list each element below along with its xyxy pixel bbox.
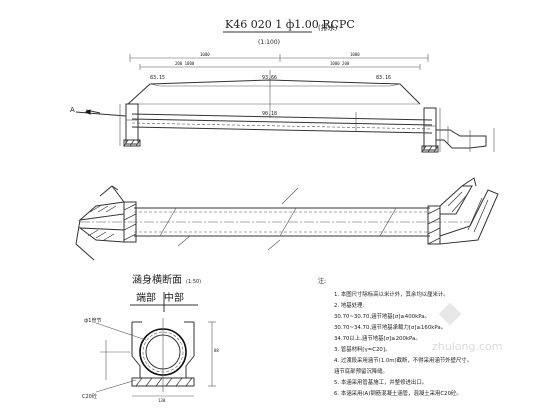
note-line-2: 2. 地基处理: [334, 301, 364, 309]
pipe-label: ф1管节 [84, 317, 101, 324]
drawing-title: K46 020 1 ф1.00 RCPC [225, 18, 355, 31]
section-marker-left: A [70, 106, 75, 114]
svg-text:1000 200: 1000 200 [330, 61, 350, 66]
base-label: C20砼 [82, 393, 97, 400]
cross-section-title: 涵身横断面 [132, 273, 182, 286]
title-note: (排水) [318, 23, 338, 32]
main-scale: (1:100) [258, 39, 280, 46]
elevation-view: 1000 1000 200 1000 1000 200 83.15 93.66 … [70, 52, 495, 153]
elevation-left-label: 83.15 [150, 75, 165, 81]
svg-text:200 1000: 200 1000 [175, 61, 195, 66]
elevation-right-label: 83.16 [376, 75, 391, 81]
note-line-5: 34.70以上,涵节地基[σ]≥200kPa。 [334, 334, 421, 342]
note-line-1: 1. 本图尺寸除标高以米计外，其余均以厘米计。 [334, 290, 449, 298]
watermark: zhulong.com [432, 302, 502, 353]
plan-view [75, 177, 499, 261]
cross-section-end-label: 端部 [136, 291, 156, 304]
watermark-text: zhulong.com [432, 340, 502, 353]
note-line-7: 4. 过渡段采用涵节(1.0m)截断，不得采用涵节外壁尺寸。 [334, 356, 472, 364]
note-line-6: 3. 管基材料[γ=C20]。 [334, 345, 390, 353]
elevation-center-label: 93.66 [262, 75, 277, 81]
elevation-mid-label: 90.18 [262, 111, 277, 117]
cross-section-scale: (1:50) [186, 279, 201, 285]
note-line-3: 30.70~30.70,涵节地基[σ]≥400kPa。 [334, 312, 430, 320]
cross-section-mid-label: 中部 [164, 291, 184, 304]
note-line-9: 5. 本涵采用管基施工，并整修进出口。 [334, 378, 427, 386]
svg-text:130: 130 [158, 398, 166, 403]
cross-section: 涵身横断面 (1:50) 端部 中部 88 130 ф1管节 [82, 273, 219, 403]
svg-text:1000: 1000 [350, 52, 360, 57]
note-line-10: 6. 本涵采用(A)钢筋混凝土涵管，混凝土采用C20砼。 [334, 389, 462, 397]
notes-block: 注: 1. 本图尺寸除标高以米计外，其余均以厘米计。 2. 地基处理: 30.7… [318, 277, 472, 397]
note-line-8: 涵节底部预留沉降缝。 [334, 367, 388, 375]
svg-text:1000: 1000 [200, 52, 210, 57]
note-line-4: 30.70~34.70,涵节地基承载力[σ]≥160kPa。 [334, 323, 446, 331]
svg-text:88: 88 [214, 348, 219, 353]
notes-heading: 注: [318, 277, 326, 285]
